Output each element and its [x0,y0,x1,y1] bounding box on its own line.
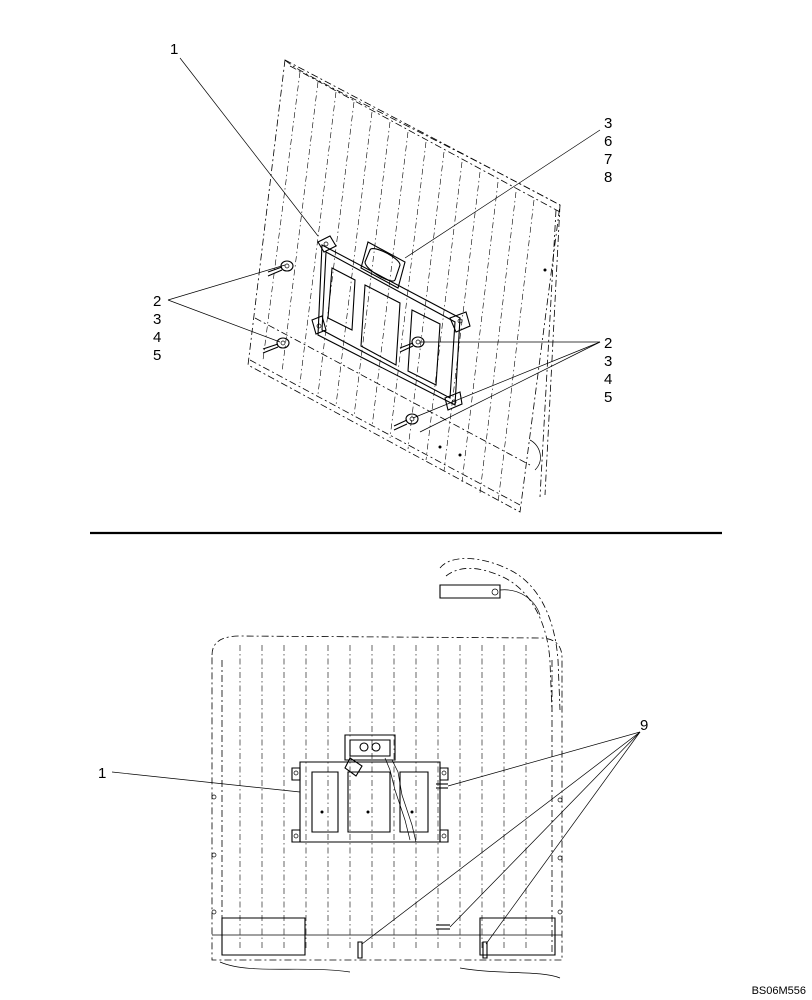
callout-9-bottom: 9 [640,717,648,734]
callout-right-3: 3 [604,353,612,370]
callout-8-top: 8 [604,169,612,186]
callout-left-5: 5 [153,347,161,364]
callout-right-4: 4 [604,371,612,388]
figure-reference-code: BS06M556 [752,985,806,997]
callout-3-top: 3 [604,115,612,132]
top-view: 1 3 6 7 8 2 3 4 5 2 3 4 5 [153,41,612,513]
light-housing-bottom [344,734,417,843]
callout-6-top: 6 [604,133,612,150]
clips-bottom [357,783,488,959]
callout-7-top: 7 [604,151,612,168]
callout-right-2: 2 [604,335,612,352]
mounting-plate-bottom [291,761,449,843]
callout-left-3: 3 [153,311,161,328]
callout-left-4: 4 [153,329,161,346]
light-housing-top [360,241,406,289]
mounting-plate-top [311,235,471,411]
callout-1-top: 1 [170,41,178,58]
fasteners-left [262,260,294,354]
harness-hose [439,558,561,713]
callout-right-5: 5 [604,389,612,406]
fasteners-right [393,336,425,431]
radiator-panel-bottom [211,635,563,979]
leader-lines-top [167,57,601,433]
leader-lines-bottom [111,731,641,945]
bottom-view: 1 9 [98,558,648,979]
radiator-panel-top [247,59,561,513]
callout-left-2: 2 [153,293,161,310]
callout-1-bottom: 1 [98,765,106,782]
